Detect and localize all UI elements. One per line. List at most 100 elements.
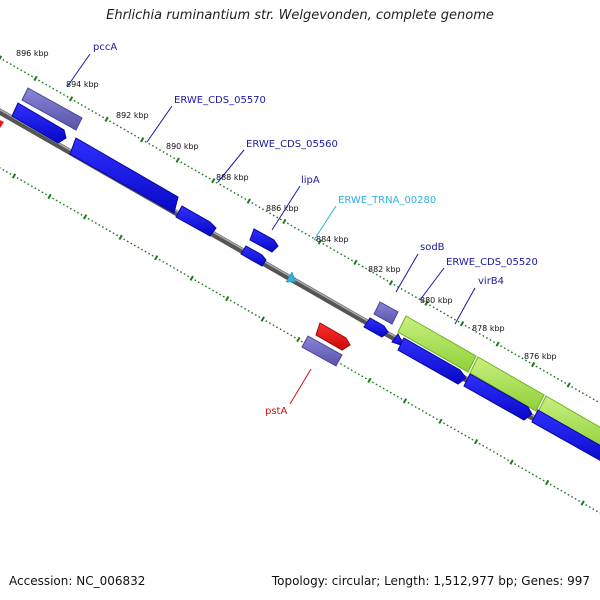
inner-minor-tick — [499, 454, 502, 458]
inner-minor-tick — [496, 452, 499, 455]
outer-minor-tick — [91, 110, 94, 113]
outer-minor-tick — [222, 185, 225, 188]
inner-minor-tick — [258, 316, 261, 319]
kbp-label: 888 kbp — [216, 173, 249, 182]
outer-minor-tick — [226, 187, 229, 190]
outer-minor-tick — [173, 157, 176, 160]
inner-minor-tick — [41, 191, 44, 194]
inner-minor-tick — [98, 224, 101, 227]
inner-minor-tick — [364, 377, 367, 380]
outer-minor-tick — [592, 398, 595, 401]
outer-minor-tick — [183, 163, 186, 166]
outer-tick-rail — [0, 55, 600, 404]
inner-minor-tick — [222, 295, 225, 298]
inner-minor-tick — [204, 285, 207, 288]
outer-minor-tick — [119, 126, 122, 129]
outer-minor-tick — [365, 267, 368, 270]
outer-minor-tick — [233, 191, 236, 194]
inner-minor-tick — [69, 207, 72, 210]
inner-minor-tick — [393, 393, 396, 396]
outer-minor-tick — [48, 85, 51, 88]
outer-minor-tick — [361, 265, 364, 268]
outer-minor-tick — [325, 245, 329, 248]
inner-minor-tick — [503, 457, 506, 460]
gene-label-erwe-cds-05520: ERWE_CDS_05520 — [446, 257, 538, 268]
outer-minor-tick — [478, 332, 481, 335]
outer-minor-tick — [169, 155, 172, 158]
inner-minor-tick — [172, 266, 175, 269]
inner-minor-tick — [76, 211, 80, 214]
inner-minor-tick — [176, 269, 179, 272]
inner-minor-tick — [478, 442, 481, 445]
outer-minor-tick — [251, 202, 254, 205]
outer-minor-tick — [237, 193, 240, 196]
outer-minor-tick — [443, 312, 446, 315]
outer-major-tick — [282, 218, 287, 225]
outer-minor-tick — [254, 204, 257, 207]
outer-minor-tick — [112, 122, 115, 125]
outer-minor-tick — [130, 132, 133, 135]
inner-minor-tick — [400, 397, 403, 400]
outer-minor-tick — [148, 142, 151, 145]
inner-minor-tick — [80, 213, 83, 216]
outer-minor-tick — [2, 59, 5, 62]
inner-minor-tick — [528, 471, 531, 474]
outer-minor-tick — [137, 136, 140, 139]
outer-minor-tick — [244, 198, 247, 201]
inner-minor-tick — [59, 201, 62, 204]
outer-minor-tick — [194, 169, 197, 172]
outer-minor-tick — [453, 318, 456, 321]
inner-minor-tick — [162, 260, 165, 263]
inner-minor-tick — [578, 499, 581, 502]
inner-minor-tick — [283, 330, 286, 333]
inner-minor-tick — [208, 287, 211, 290]
outer-minor-tick — [6, 61, 9, 64]
outer-minor-tick — [197, 171, 201, 174]
outer-minor-tick — [30, 75, 34, 78]
inner-minor-tick — [553, 485, 556, 488]
outer-minor-tick — [55, 89, 58, 92]
feature-offscreen-rrna — [0, 120, 4, 128]
outer-minor-tick — [126, 130, 129, 133]
inner-minor-tick — [126, 240, 129, 243]
outer-minor-tick — [322, 242, 325, 245]
outer-minor-tick — [524, 359, 528, 362]
outer-minor-tick — [588, 396, 592, 399]
outer-minor-tick — [357, 263, 361, 266]
outer-minor-tick — [596, 400, 599, 403]
inner-minor-tick — [2, 168, 5, 171]
gene-label-virb4: virB4 — [478, 276, 504, 287]
outer-minor-tick — [482, 334, 485, 337]
outer-minor-tick — [180, 161, 183, 164]
inner-major-tick — [225, 295, 230, 302]
outer-minor-tick — [123, 128, 126, 131]
kbp-label: 896 kbp — [16, 49, 49, 58]
outer-minor-tick — [304, 232, 307, 235]
outer-minor-tick — [368, 269, 371, 272]
outer-minor-tick — [45, 83, 48, 86]
outer-minor-tick — [503, 347, 506, 350]
outer-minor-tick — [23, 71, 26, 74]
inner-minor-tick — [443, 422, 446, 425]
inner-major-tick — [47, 193, 52, 200]
outer-minor-tick — [279, 218, 282, 221]
inner-minor-tick — [66, 205, 69, 208]
inner-minor-tick — [570, 495, 574, 498]
outer-major-tick — [495, 341, 500, 347]
kbp-label: 892 kbp — [116, 111, 149, 120]
outer-major-tick — [33, 75, 38, 82]
inner-minor-tick — [187, 275, 190, 278]
inner-minor-tick — [130, 242, 133, 245]
outer-minor-tick — [489, 339, 492, 342]
inner-minor-tick — [44, 193, 48, 196]
inner-major-tick — [189, 275, 194, 281]
inner-major-tick — [82, 214, 88, 220]
inner-minor-tick — [116, 234, 119, 237]
outer-minor-tick — [162, 151, 165, 154]
accession-text: Accession: NC_006832 — [9, 574, 146, 588]
inner-minor-tick — [517, 465, 520, 468]
inner-tick-rail — [0, 167, 600, 514]
inner-major-tick — [473, 439, 479, 445]
outer-minor-tick — [585, 394, 588, 397]
gene-label-erwe-cds-05570: ERWE_CDS_05570 — [174, 95, 266, 106]
